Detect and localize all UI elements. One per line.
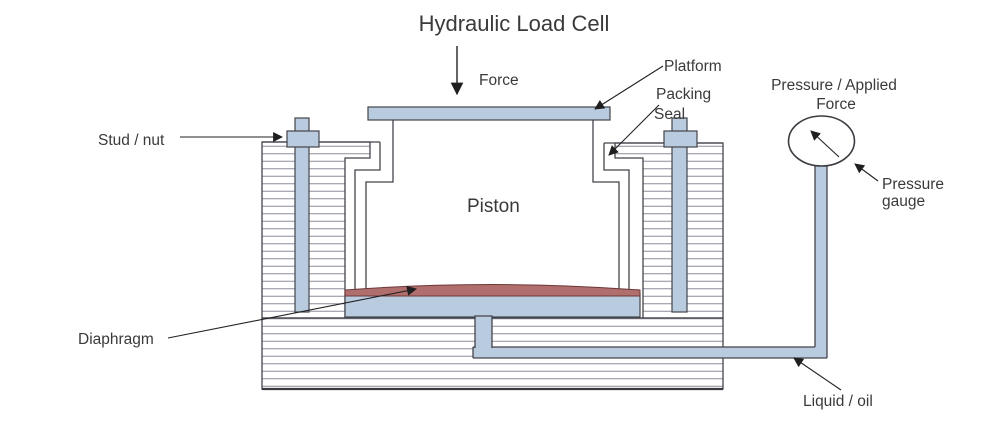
- pressure-applied-force-label-line1: Pressure / Applied: [771, 77, 897, 94]
- bore-liner-left: [354, 142, 381, 289]
- oil-pipe-horizontal: [473, 347, 827, 358]
- pressure-gauge-label-line2: gauge: [882, 193, 925, 210]
- platform-leader: [594, 65, 664, 110]
- diaphragm-shape: [344, 284, 641, 297]
- pipe-connector: [475, 316, 492, 350]
- oil-pipe-edges: [472, 346, 827, 359]
- diagram-title: Hydraulic Load Cell: [419, 11, 610, 36]
- pressure-applied-force-label-line2: Force: [816, 96, 856, 113]
- diaphragm-leader: [167, 285, 417, 339]
- diaphragm-label: Diaphragm: [78, 331, 154, 348]
- stud-right: [671, 117, 688, 313]
- force-label: Force: [479, 72, 519, 89]
- piston-label: Piston: [467, 196, 520, 217]
- pressure-gauge-leader: [854, 163, 879, 182]
- platform-label: Platform: [664, 58, 722, 75]
- piston-wall-left: [365, 120, 394, 289]
- packing-seal-label-line1: Packing: [656, 86, 711, 103]
- piston-wall-right: [592, 120, 620, 289]
- stud-nut-label: Stud / nut: [98, 132, 165, 149]
- piston-base-plate: [344, 293, 641, 318]
- packing-seal-label-line2: Seal: [654, 106, 685, 123]
- gauge-needle: [810, 130, 840, 158]
- liquid-oil-leader: [793, 357, 842, 391]
- pressure-gauge-label-line1: Pressure: [882, 176, 944, 193]
- packing-seal-leader: [608, 104, 660, 156]
- pipe-connector-edges: [474, 315, 493, 348]
- bore-liner-right: [603, 143, 630, 289]
- nut-left: [286, 130, 320, 148]
- platform-plate: [367, 106, 611, 121]
- liquid-oil-label: Liquid / oil: [803, 393, 873, 410]
- nut-right: [663, 130, 698, 148]
- gauge-pipe-vertical: [815, 164, 827, 358]
